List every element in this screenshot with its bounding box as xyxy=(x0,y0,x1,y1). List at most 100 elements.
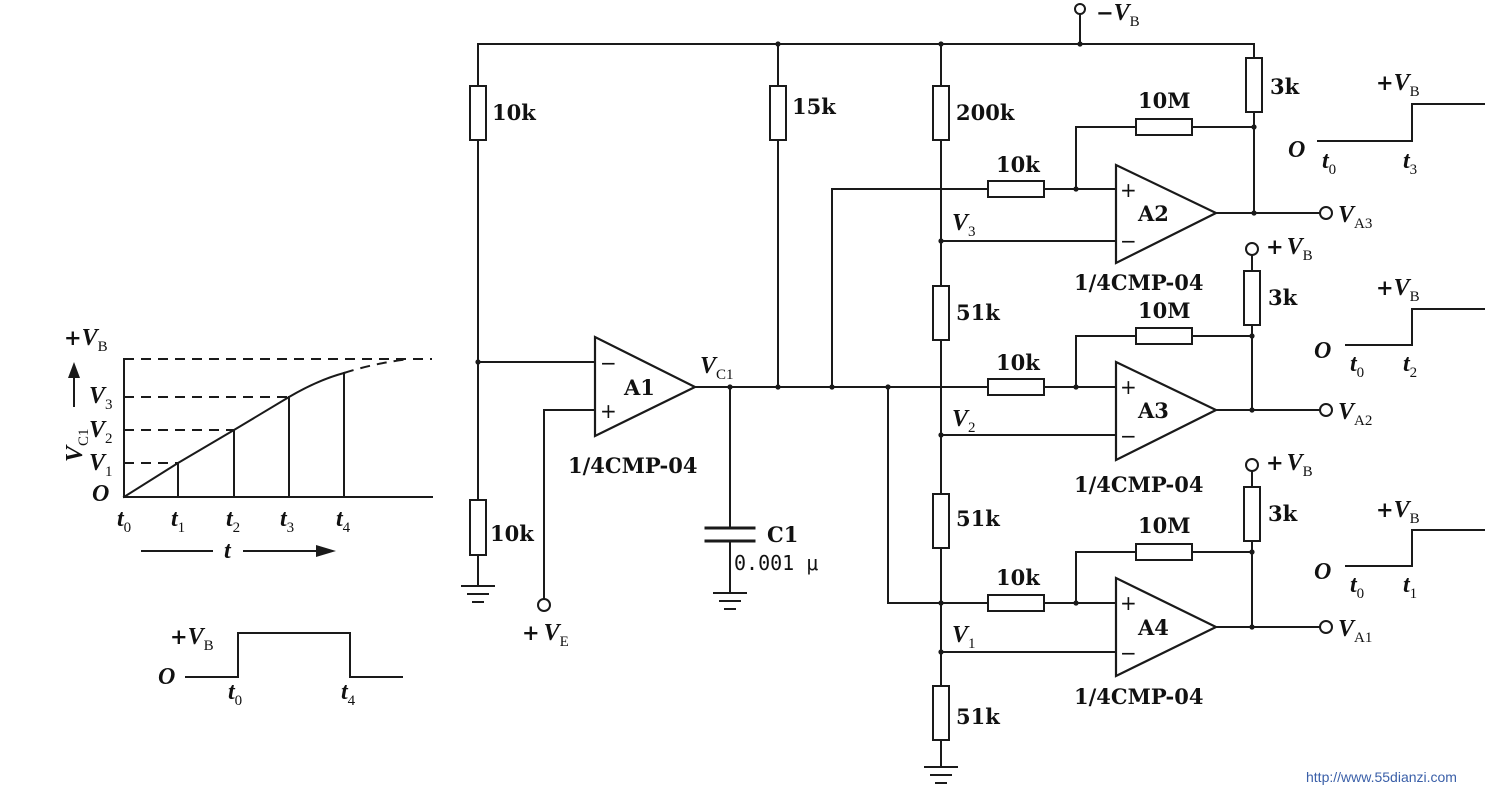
svg-text:15k: 15k xyxy=(792,94,836,119)
label-va2: VA2 xyxy=(1338,399,1372,429)
resistor-15k xyxy=(769,85,787,141)
svg-text:t4: t4 xyxy=(341,679,356,709)
capacitor-c1 xyxy=(704,526,756,543)
svg-text:1/4CMP-04: 1/4CMP-04 xyxy=(1074,684,1203,709)
svg-text:VC1: VC1 xyxy=(62,428,92,462)
svg-text:3k: 3k xyxy=(1268,285,1298,310)
svg-text:O: O xyxy=(1314,338,1331,364)
resistor-51k-b xyxy=(932,493,950,549)
ramp-graph: +VB VC1 V3 V2 V1 O t0 t1 t2 t3 t4 t xyxy=(62,325,433,564)
terminal-neg-vb xyxy=(1074,3,1086,15)
watermark: http://www.55dianzi.com xyxy=(1306,769,1457,785)
svg-text:t0: t0 xyxy=(1350,351,1364,381)
svg-text:C1: C1 xyxy=(767,522,798,547)
pulse-graph: +VB O t0 t4 xyxy=(158,624,403,709)
svg-text:V2: V2 xyxy=(89,417,113,447)
svg-text:t0: t0 xyxy=(1322,148,1336,178)
resistor-3k-a2 xyxy=(1245,57,1263,113)
svg-text:O: O xyxy=(1288,137,1305,163)
wiring xyxy=(477,13,1321,767)
svg-text:51k: 51k xyxy=(956,506,1000,531)
resistors xyxy=(469,57,1263,741)
svg-text:−: − xyxy=(1120,229,1137,253)
resistor-51k-a xyxy=(932,285,950,341)
terminal-va1 xyxy=(1319,620,1333,634)
amp-a4-label: A4 xyxy=(1137,615,1169,640)
svg-text:−: − xyxy=(1120,641,1137,665)
comparator-a3: + − A3 xyxy=(1114,360,1219,462)
svg-text:V3: V3 xyxy=(89,383,113,413)
node-labels: −VB +VE VC1 V3 V2 V1 VA3 VA2 VA1 +VB +VB xyxy=(522,0,1372,652)
label-v2: V2 xyxy=(952,406,976,436)
arrow-up-icon xyxy=(68,362,80,378)
ramp-curve xyxy=(122,371,346,499)
arrow-right-icon xyxy=(316,545,336,557)
step-graph-va1: +VB O t0 t1 xyxy=(1314,497,1485,602)
label-vc1: VC1 xyxy=(700,353,734,383)
comparator-a1: − + A1 xyxy=(593,335,698,438)
svg-text:t3: t3 xyxy=(280,506,294,536)
comparator-a2: + − A2 xyxy=(1114,163,1219,265)
svg-text:t0: t0 xyxy=(228,679,242,709)
svg-text:+VB: +VB xyxy=(1376,497,1420,527)
svg-text:10M: 10M xyxy=(1138,513,1190,538)
svg-text:+VB: +VB xyxy=(170,624,214,654)
label-va1: VA1 xyxy=(1338,616,1372,646)
svg-text:t2: t2 xyxy=(1403,351,1417,381)
svg-text:O: O xyxy=(92,481,109,507)
amp-a3-label: A3 xyxy=(1137,398,1169,423)
label-vb-a4: +VB xyxy=(1266,450,1313,480)
svg-text:t4: t4 xyxy=(336,506,351,536)
step-graph-va3: +VB O t0 t3 xyxy=(1288,70,1485,178)
svg-text:V1: V1 xyxy=(89,450,113,480)
resistor-10m-a3 xyxy=(1135,327,1193,345)
svg-text:1/4CMP-04: 1/4CMP-04 xyxy=(1074,472,1203,497)
svg-text:1/4CMP-04: 1/4CMP-04 xyxy=(1074,270,1203,295)
svg-text:10k: 10k xyxy=(490,521,534,546)
svg-text:+: + xyxy=(1120,591,1137,615)
ground-icon xyxy=(924,766,958,784)
resistor-10k-a3-in xyxy=(987,378,1045,396)
svg-text:51k: 51k xyxy=(956,300,1000,325)
label-v1: V1 xyxy=(952,622,976,652)
resistor-10k-a4-in xyxy=(987,594,1045,612)
resistor-10m-a2 xyxy=(1135,118,1193,136)
svg-text:t: t xyxy=(224,538,232,564)
step-graph-va2: +VB O t0 t2 xyxy=(1314,275,1485,381)
comparator-a4: + − A4 xyxy=(1114,576,1219,678)
terminal-vb-a3 xyxy=(1245,242,1259,256)
junction-dots xyxy=(475,41,1257,655)
terminal-vb-a4 xyxy=(1245,458,1259,472)
terminal-ve xyxy=(537,598,551,612)
svg-text:10M: 10M xyxy=(1138,298,1190,323)
component-labels: 10k 10k 15k 200k 51k 51k 51k 10k 10k 10k… xyxy=(490,74,1300,729)
svg-text:−: − xyxy=(1120,424,1137,448)
svg-text:3k: 3k xyxy=(1270,74,1300,99)
svg-text:+VB: +VB xyxy=(64,325,108,355)
svg-text:−: − xyxy=(600,351,617,375)
label-ve: +VE xyxy=(522,620,569,650)
ground-icon xyxy=(461,585,495,603)
terminals xyxy=(537,3,1333,634)
terminal-va2 xyxy=(1319,403,1333,417)
resistor-10k-a2-in xyxy=(987,180,1045,198)
svg-text:3k: 3k xyxy=(1268,501,1298,526)
resistor-3k-a4 xyxy=(1243,486,1261,542)
svg-text:10k: 10k xyxy=(996,350,1040,375)
resistor-200k xyxy=(932,85,950,141)
svg-text:t1: t1 xyxy=(171,506,185,536)
ground-icon xyxy=(713,592,747,610)
resistor-3k-a3 xyxy=(1243,270,1261,326)
resistor-51k-c xyxy=(932,685,950,741)
svg-text:O: O xyxy=(1314,559,1331,585)
svg-text:10M: 10M xyxy=(1138,88,1190,113)
svg-text:+VB: +VB xyxy=(1376,275,1420,305)
svg-text:t0: t0 xyxy=(117,506,131,536)
resistor-10k-top xyxy=(469,85,487,141)
svg-text:t0: t0 xyxy=(1350,572,1364,602)
svg-text:+: + xyxy=(1120,178,1137,202)
svg-text:+: + xyxy=(600,399,617,423)
svg-text:10k: 10k xyxy=(492,100,536,125)
